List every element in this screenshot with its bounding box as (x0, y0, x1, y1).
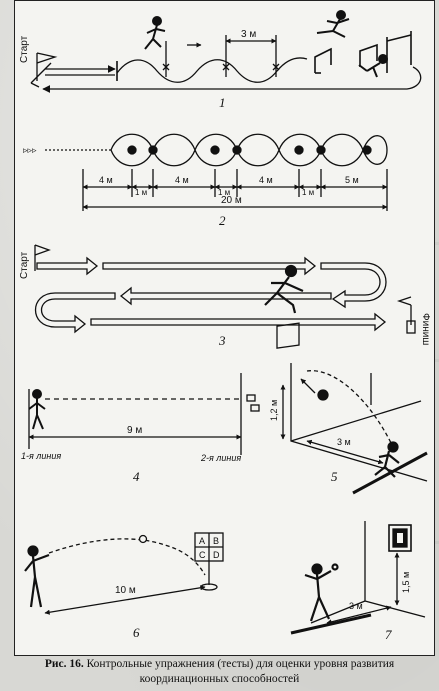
wall-target-5 (276, 322, 300, 349)
athlete-icon-5 (374, 441, 400, 478)
panel-number-5: 5 (331, 469, 338, 484)
dist-3m-label-5: 3 м (337, 437, 351, 447)
finish-label-3: Финиш (420, 313, 431, 345)
target-cell-a: A (199, 536, 205, 546)
dist-4m-label-a: 4 м (99, 175, 113, 185)
figure-caption: Рис. 16. Контрольные упражнения (тесты) … (0, 657, 439, 691)
ball-marker-2g (362, 145, 372, 155)
panel-number-6: 6 (133, 625, 140, 640)
panel-number-2: 2 (219, 213, 226, 228)
hurdle-icon-1 (314, 47, 332, 74)
dim-3m-5 (306, 439, 384, 465)
panel-7: 1,5 м 3 м 7 (290, 521, 426, 642)
ball-marker-2d (232, 145, 242, 155)
floor-edge-5 (290, 400, 422, 442)
figure-16: Старт 3 м (14, 0, 435, 656)
figure-eight-path-2 (110, 133, 388, 167)
jumper-icon (358, 54, 388, 78)
caption-label: Рис. 16. (44, 658, 84, 670)
start-label-3: Старт (19, 251, 30, 279)
lane-arrow-3d (90, 312, 387, 332)
target-cell-c: C (199, 550, 206, 560)
start-flag-1 (36, 52, 58, 64)
cubes-icon-4 (246, 394, 260, 412)
guide-lines-2 (82, 169, 388, 211)
ball-marker-2a (127, 145, 137, 155)
dist-1m-label-c: 1 м (302, 188, 314, 197)
u-turn-arrow-3b (34, 292, 116, 334)
dist-20m-label: 20 м (221, 195, 242, 206)
ball-icon-5 (317, 389, 329, 401)
wall-target-7 (388, 524, 412, 552)
dist-4m-label-c: 4 м (259, 175, 273, 185)
dist-1m-label-a: 1 м (135, 188, 147, 197)
ball-icon-6 (138, 534, 148, 544)
caption-text: Контрольные упражнения (тесты) для оценк… (86, 658, 395, 685)
line-2-label: 2-я линия (200, 453, 241, 463)
runner-icon-3 (264, 264, 304, 314)
dist-9m-label: 9 м (127, 425, 142, 436)
lane-arrow-3a (36, 256, 99, 276)
return-line-1 (42, 66, 422, 93)
high-jump-icon (386, 31, 412, 73)
panel-5: 1,2 м 3 м 5 (269, 322, 428, 495)
start-label-1: Старт (19, 35, 30, 63)
dist-1-2m-label: 1,2 м (269, 400, 279, 421)
throw-trajectory-6 (48, 538, 206, 576)
finish-marker-3 (406, 320, 416, 334)
dist-3m-label-7: 3 м (349, 601, 363, 611)
line-1-label: 1-я линия (21, 451, 61, 461)
start-flag-3 (34, 244, 51, 256)
panel-2: ▹▹▹ 4 м 1 м 4 м 1 м 4 м 1 м 5 м 20 м 2 (23, 133, 388, 228)
panel-number-7: 7 (385, 627, 392, 642)
panel-6: A B C D 10 м 6 (24, 532, 224, 640)
lane-arrow-3b (102, 256, 317, 276)
dist-5m-label: 5 м (345, 175, 359, 185)
target-arrow-5 (300, 378, 316, 394)
panel-number-1: 1 (219, 95, 226, 110)
dist-1-5m-label: 1,5 м (401, 572, 411, 593)
ball-marker-2f (316, 145, 326, 155)
target-cell-d: D (213, 550, 220, 560)
ball-marker-2c (210, 145, 220, 155)
hurdler-icon (316, 10, 350, 38)
lane-arrow-3c (119, 286, 332, 306)
finish-flag-3 (396, 296, 412, 306)
dim-10m (44, 585, 206, 615)
dist-3m-label-1: 3 м (241, 29, 256, 40)
ball-marker-2e (294, 145, 304, 155)
dist-4m-label-b: 4 м (175, 175, 189, 185)
hurdle-icon-2 (359, 43, 378, 67)
ball-trajectory-5 (306, 370, 394, 448)
chevron-arrows-2: ▹▹▹ (23, 145, 37, 155)
target-center-7 (397, 533, 403, 543)
athlete-icon-4 (28, 389, 46, 430)
runner-icon-1 (144, 16, 166, 50)
athlete-icon-7 (304, 563, 339, 622)
bench-7 (290, 613, 372, 635)
panel-3: Старт Финиш 3 (19, 244, 431, 348)
panel-number-3: 3 (218, 333, 226, 348)
start-line-1 (30, 62, 52, 84)
u-turn-arrow-3 (320, 262, 387, 309)
figure-drawing: Старт 3 м (19, 10, 431, 642)
panel-number-4: 4 (133, 469, 140, 484)
dim-3m-7 (326, 605, 392, 625)
dist-1m-label-b: 1 м (218, 188, 230, 197)
zigzag-path-1 (116, 57, 308, 83)
target-cell-b: B (213, 536, 219, 546)
thrower-icon-6 (24, 545, 50, 608)
return-end-1 (30, 82, 40, 88)
panel-1: Старт 3 м (19, 10, 422, 110)
ball-marker-2b (148, 145, 158, 155)
panel-4: 9 м 1-я линия 2-я линия 4 (21, 373, 260, 484)
dist-10m-label: 10 м (115, 585, 136, 596)
